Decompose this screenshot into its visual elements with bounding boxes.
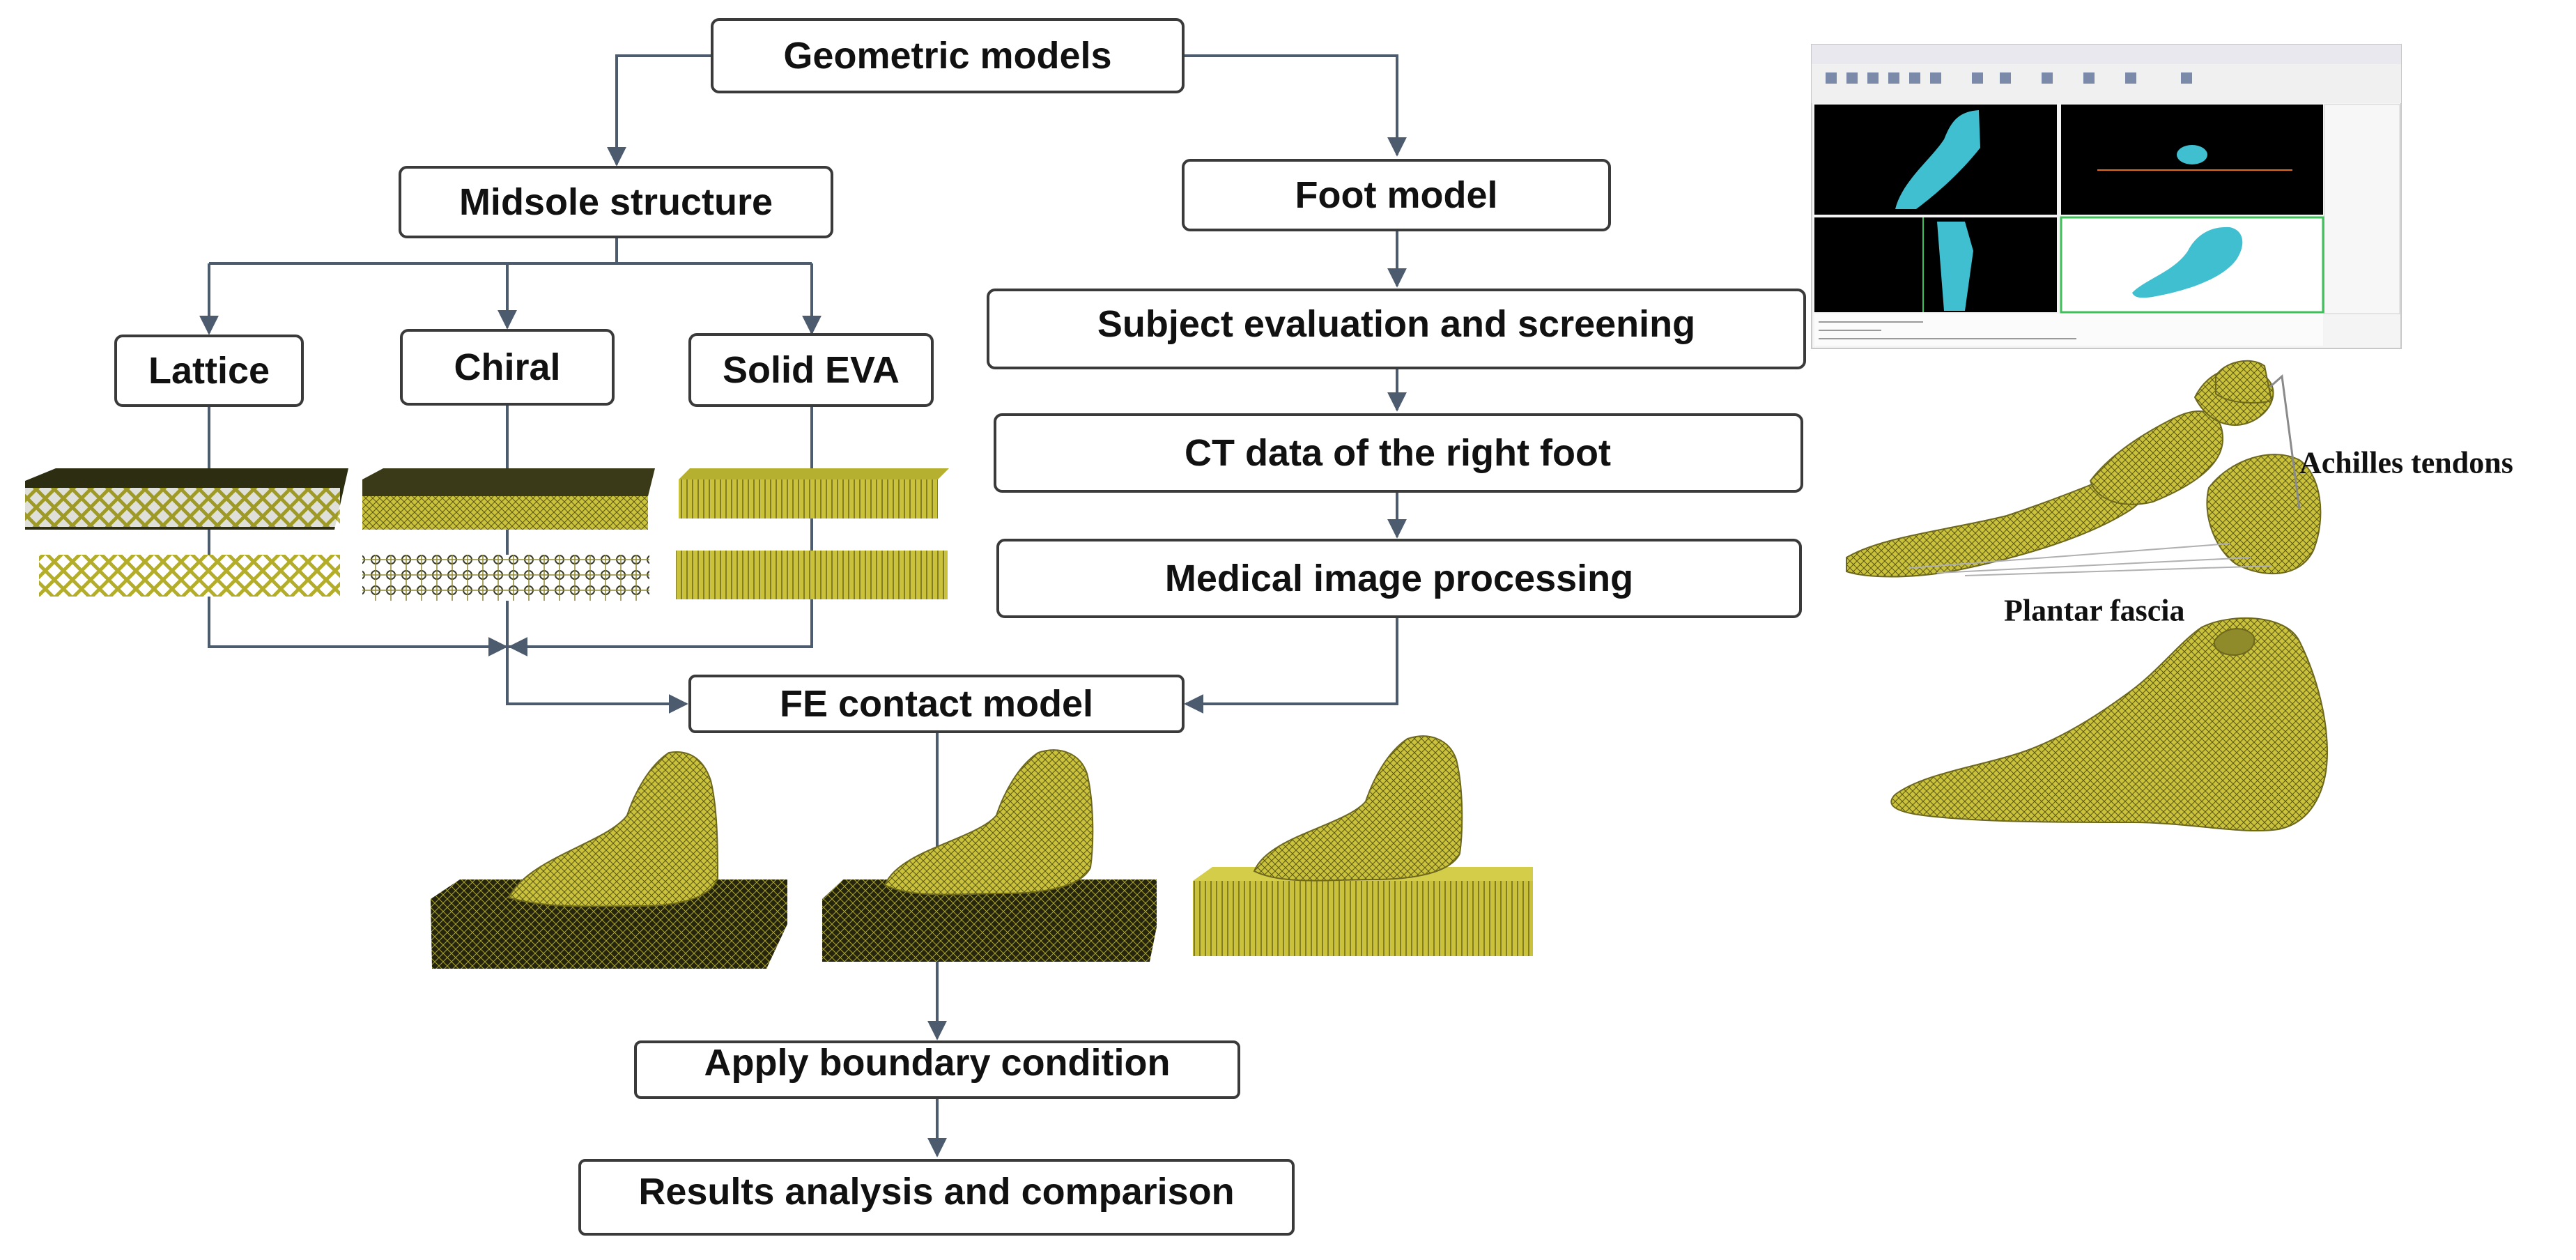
box-geometric-models: Geometric models bbox=[711, 18, 1185, 93]
fe-model-lattice bbox=[431, 751, 787, 969]
label-fe-contact-model: FE contact model bbox=[780, 683, 1093, 725]
label-plantar-fascia: Plantar fascia bbox=[2004, 594, 2185, 628]
chiral-strip bbox=[362, 555, 649, 601]
box-boundary-condition: Apply boundary condition bbox=[634, 1040, 1240, 1099]
log-lines bbox=[1819, 321, 2076, 339]
box-foot-model: Foot model bbox=[1182, 159, 1611, 231]
box-midsole-structure: Midsole structure bbox=[399, 166, 833, 238]
viewport-bottom-left bbox=[1814, 217, 2057, 312]
lattice-block-side bbox=[25, 488, 340, 527]
label-geometric-models: Geometric models bbox=[783, 35, 1111, 77]
viewport-bottom-right bbox=[2060, 216, 2324, 314]
foot-skin-surface bbox=[1890, 617, 2329, 832]
software-toolbar bbox=[1812, 64, 2401, 103]
box-chiral: Chiral bbox=[400, 329, 615, 406]
box-subject-evaluation: Subject evaluation and screening bbox=[987, 289, 1806, 369]
label-midsole-structure: Midsole structure bbox=[459, 181, 773, 223]
label-ct-data: CT data of the right foot bbox=[1185, 432, 1611, 474]
box-lattice: Lattice bbox=[114, 335, 304, 407]
eva-block-3d-top bbox=[679, 468, 949, 479]
foot-axial-cyan bbox=[2177, 145, 2207, 164]
software-menubar bbox=[1812, 45, 2401, 64]
label-foot-model: Foot model bbox=[1295, 174, 1498, 216]
fe-lattice-midsole bbox=[431, 879, 787, 969]
foot-bone-mesh bbox=[1846, 360, 2322, 578]
label-boundary-condition: Apply boundary condition bbox=[704, 1042, 1171, 1084]
fe-model-solid-eva bbox=[1193, 735, 1533, 956]
medical-software-screenshot bbox=[1811, 44, 2402, 349]
foot-3d-cyan bbox=[2132, 226, 2243, 298]
box-image-processing: Medical image processing bbox=[996, 539, 1802, 618]
label-solid-eva: Solid EVA bbox=[723, 349, 900, 391]
bones-calcaneus bbox=[2206, 454, 2322, 575]
foot-skin-mesh bbox=[1890, 617, 2329, 832]
box-results-analysis: Results analysis and comparison bbox=[578, 1159, 1295, 1236]
software-right-panel bbox=[2324, 104, 2400, 314]
bones-midfoot bbox=[2089, 410, 2224, 505]
lattice-midsole-images bbox=[25, 468, 348, 597]
plantar-fascia-lines bbox=[1908, 543, 2272, 576]
foot-sagittal-cyan bbox=[1895, 110, 1980, 209]
foot-skin-ankle-opening bbox=[2213, 628, 2255, 656]
software-log-area bbox=[1814, 314, 2323, 346]
fe-chiral-midsole bbox=[822, 879, 1157, 962]
label-image-processing: Medical image processing bbox=[1165, 558, 1633, 599]
fe-model-chiral bbox=[822, 749, 1157, 962]
label-lattice: Lattice bbox=[148, 350, 270, 392]
fe-eva-midsole bbox=[1193, 881, 1533, 956]
label-achilles-tendons: Achilles tendons bbox=[2299, 446, 2513, 480]
chiral-midsole-images bbox=[362, 468, 655, 601]
bones-tibia-top bbox=[2215, 360, 2273, 404]
label-chiral: Chiral bbox=[454, 346, 560, 388]
box-solid-eva: Solid EVA bbox=[688, 333, 934, 407]
fe-lattice-foot bbox=[507, 751, 719, 907]
achilles-tendon-line bbox=[2269, 374, 2301, 509]
eva-block-3d bbox=[679, 479, 938, 518]
box-fe-contact-model: FE contact model bbox=[688, 675, 1185, 733]
fe-chiral-foot bbox=[884, 749, 1094, 896]
foot-coronal-cyan bbox=[1937, 222, 1973, 311]
fe-eva-foot bbox=[1253, 735, 1463, 882]
label-results-analysis: Results analysis and comparison bbox=[638, 1171, 1234, 1213]
box-ct-data: CT data of the right foot bbox=[994, 413, 1803, 493]
label-subject-evaluation: Subject evaluation and screening bbox=[1097, 303, 1695, 345]
solid-eva-midsole-images bbox=[676, 468, 949, 599]
lattice-strip bbox=[39, 555, 340, 597]
chiral-block-side bbox=[362, 496, 648, 530]
eva-strip bbox=[676, 551, 948, 599]
toolbar-icons bbox=[1826, 72, 2192, 84]
